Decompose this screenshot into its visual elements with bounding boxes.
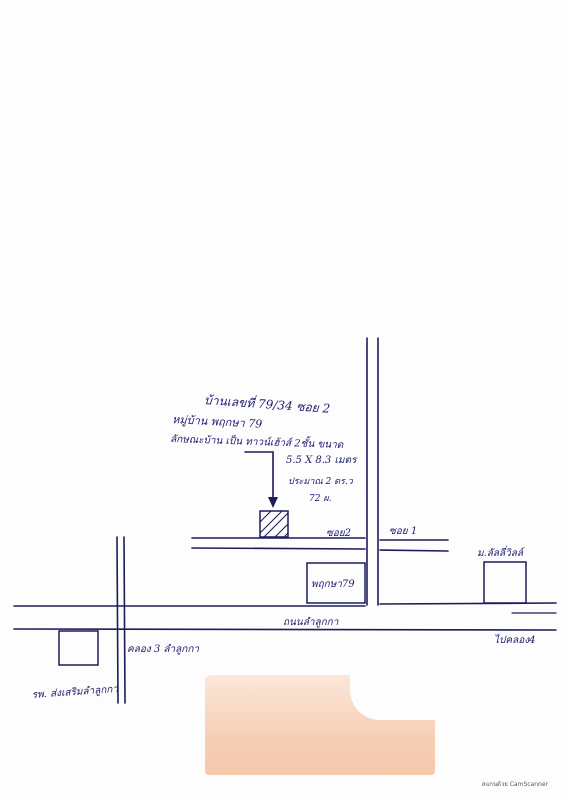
house-hatching [259,510,289,538]
canal-right-edge [123,536,126,704]
village-block [306,562,366,604]
main-road-bottom [13,628,557,631]
soi2-road-bottom [191,547,366,550]
village-block-label: พฤกษา79 [311,579,355,590]
house-village-label: หมู่บ้าน พฤกษา 79 [172,413,263,431]
house-size-label: 5.5 X 8.3 เมตร [286,455,358,466]
arrowhead-icon [268,497,278,508]
soi2-label: ซอย2 [326,528,351,539]
right-building [483,561,527,604]
right-building-label: ม.ลัลลี่วิลล์ [477,545,525,559]
soi1-label: ซอย 1 [389,526,417,537]
canal-label: คลอง 3 ลำลูกกา [127,643,199,655]
canal-left-edge [116,536,119,704]
main-road-label: ถนนลำลูกกา [283,616,339,628]
house-address-label: บ้านเลขที่ 79/34 ซอย 2 [204,391,331,416]
scanner-watermark: สแกนด้วย CamScanner [481,781,548,788]
house-description-label: ลักษณะบ้าน เป็น ทาวน์เฮ้าส์ 2ชั้น ขนาด [170,431,344,451]
main-road-top-right [379,602,557,605]
arrow-to-house-icon [244,451,274,501]
house-note-label-2: 72 ผ. [309,494,332,504]
hospital-building [58,630,99,666]
house-note-label-1: ประมาณ 2 ตร.ว [288,477,354,487]
house-marker [259,510,289,538]
hospital-label: รพ. ส่งเสริมลำลูกกา [31,683,118,701]
direction-label: ไปคลอง4 [494,634,535,646]
soi1-road-bottom [379,549,449,552]
